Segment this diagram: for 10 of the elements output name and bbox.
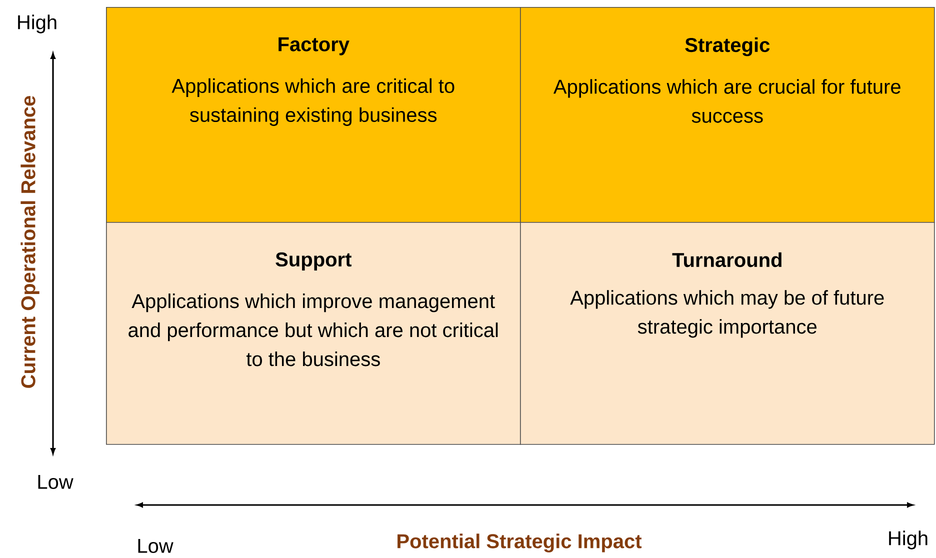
axis-tick-label: Low	[138, 539, 174, 553]
axis-tick-label: High	[18, 14, 56, 34]
axis-title: Current Operational Relevance	[20, 96, 40, 388]
axis-tick-label: High	[889, 530, 928, 550]
quadrant-box: Turnaround Applications which may be of future strategic importance	[520, 222, 935, 445]
quadrant-box: Strategic Applications which are crucial for future success	[520, 7, 935, 223]
axis-tick-label: Low	[38, 475, 74, 489]
quadrant-box: Support Applications which improve management and performance but which are not critical to the business	[106, 222, 521, 445]
axis-title: Potential Strategic Impact	[398, 534, 642, 552]
quadrant-box: Factory Applications which are critical to sustaining existing business	[106, 7, 521, 223]
